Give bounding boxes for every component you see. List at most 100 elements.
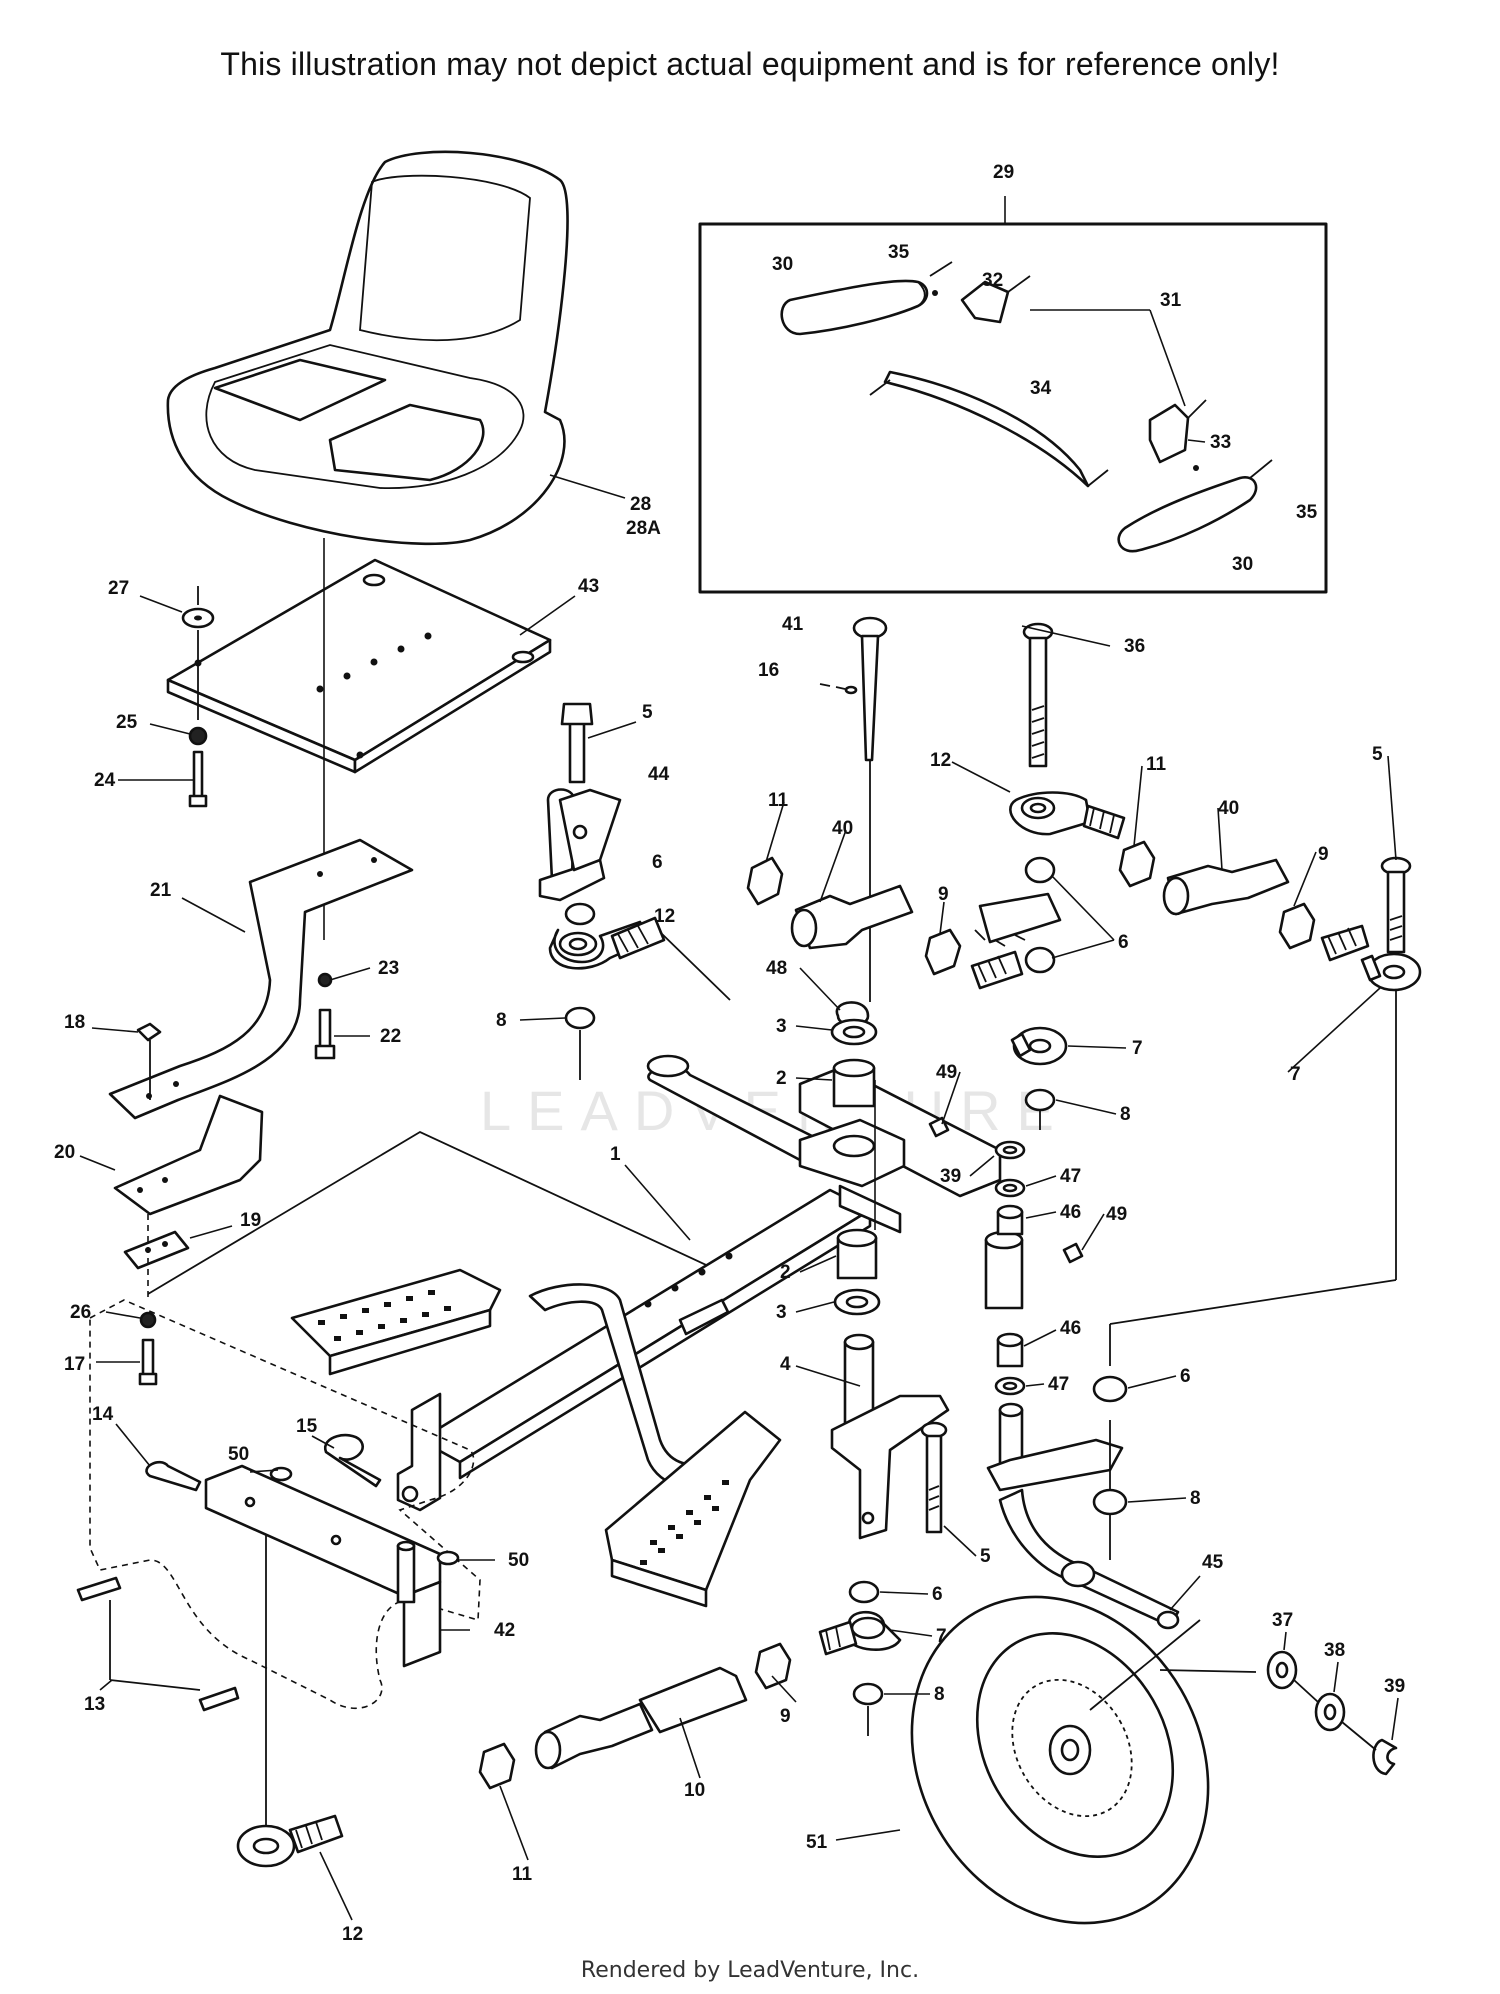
left-spindle-bottom	[818, 1421, 948, 1736]
callout-8-lower-right: 8	[1190, 1488, 1201, 1509]
seat-pan	[166, 552, 576, 940]
callout-47-lower: 47	[1048, 1374, 1069, 1395]
callout-26: 26	[70, 1302, 91, 1323]
callout-9-lower: 9	[780, 1706, 791, 1727]
callout-24: 24	[94, 770, 116, 791]
callout-1: 1	[610, 1144, 621, 1165]
callout-49-lower: 49	[1106, 1204, 1127, 1225]
callout-35-upper: 35	[888, 242, 910, 263]
callout-7-center: 7	[1132, 1038, 1143, 1059]
callout-7-right: 7	[1290, 1064, 1301, 1085]
callout-30-lower: 30	[1232, 554, 1253, 575]
lower-tie-rod	[236, 1520, 792, 1868]
callout-12-right: 12	[930, 750, 951, 771]
callout-5-right: 5	[1372, 744, 1383, 765]
callout-9-upper-right: 9	[1318, 844, 1329, 865]
leader-lines	[99, 625, 1399, 1921]
callout-14: 14	[92, 1404, 114, 1425]
footrest-holes	[318, 1290, 729, 1565]
callout-labels: 29 30 35 32 31 34 33 35 30 28 28A 27 43 …	[54, 162, 1405, 1945]
frame-outline	[147, 1130, 761, 1295]
callout-6-lower-left: 6	[932, 1584, 943, 1605]
callout-21: 21	[150, 880, 172, 901]
callout-40-left: 40	[832, 818, 853, 839]
callout-37: 37	[1272, 1610, 1293, 1631]
callout-8-center: 8	[1120, 1104, 1131, 1125]
callout-40-right: 40	[1218, 798, 1239, 819]
reference-notice: This illustration may not depict actual …	[220, 46, 1280, 82]
callout-12-left: 12	[654, 906, 675, 927]
callout-28a: 28A	[626, 518, 661, 539]
spindle-parts	[830, 1001, 950, 1540]
callout-41: 41	[782, 614, 804, 635]
callout-42: 42	[494, 1620, 515, 1641]
callout-33: 33	[1210, 432, 1231, 453]
callout-8-left: 8	[496, 1010, 507, 1031]
callout-7-lower: 7	[936, 1626, 947, 1647]
callout-45: 45	[1202, 1552, 1224, 1573]
callout-31: 31	[1160, 290, 1182, 311]
callout-6-lower-right: 6	[1180, 1366, 1191, 1387]
stub-axle	[998, 1488, 1201, 1630]
center-tie-rod	[746, 856, 1068, 1130]
right-tie-rod	[974, 622, 1422, 1366]
callout-23: 23	[378, 958, 399, 979]
seat	[166, 150, 626, 552]
callout-4: 4	[780, 1354, 791, 1375]
callout-11-lower: 11	[512, 1864, 533, 1885]
callout-51: 51	[806, 1832, 828, 1853]
front-wheel	[910, 1595, 1398, 1925]
seat-mount-plates	[79, 1094, 264, 1386]
callout-44: 44	[648, 764, 670, 785]
callout-25: 25	[116, 712, 138, 733]
callout-11-left: 11	[768, 790, 789, 811]
callout-27: 27	[108, 578, 129, 599]
callout-3-upper: 3	[776, 1016, 787, 1037]
callout-16: 16	[758, 660, 779, 681]
callout-12-lower: 12	[342, 1924, 363, 1945]
king-pin	[819, 616, 888, 1002]
seat-hardware	[118, 586, 215, 808]
callout-20: 20	[54, 1142, 75, 1163]
callout-47-upper: 47	[1060, 1166, 1081, 1187]
callout-48: 48	[766, 958, 787, 979]
callout-5-left: 5	[642, 702, 653, 723]
seat-bracket	[91, 838, 414, 1120]
callout-5-lower: 5	[980, 1546, 991, 1567]
callout-46-lower: 46	[1060, 1318, 1081, 1339]
callout-6-left: 6	[652, 852, 663, 873]
callout-2-upper: 2	[776, 1068, 787, 1089]
front-bracket-area	[76, 1299, 495, 1712]
right-spindle-hardware	[928, 1116, 1128, 1560]
callout-39-upper: 39	[940, 1166, 961, 1187]
callout-10: 10	[684, 1780, 705, 1801]
callout-46-upper: 46	[1060, 1202, 1081, 1223]
callout-28: 28	[630, 494, 651, 515]
main-frame	[290, 1164, 872, 1608]
callout-2-lower: 2	[780, 1262, 791, 1283]
kit-inset-box	[698, 196, 1328, 594]
callout-39-lower: 39	[1384, 1676, 1405, 1697]
callout-13: 13	[84, 1694, 105, 1715]
callout-36: 36	[1124, 636, 1145, 657]
callout-17: 17	[64, 1354, 85, 1375]
callout-3-lower: 3	[776, 1302, 787, 1323]
callout-32: 32	[982, 270, 1003, 291]
callout-8-lower: 8	[934, 1684, 945, 1705]
left-tie-rod-end	[519, 702, 731, 1080]
callout-29: 29	[993, 162, 1014, 183]
callout-6-right: 6	[1118, 932, 1129, 953]
footer-credit: Rendered by LeadVenture, Inc.	[580, 1958, 920, 1983]
callout-11-right: 11	[1146, 754, 1167, 775]
callout-49-upper: 49	[936, 1062, 957, 1083]
callout-34: 34	[1030, 378, 1052, 399]
callout-22: 22	[380, 1026, 401, 1047]
callout-38: 38	[1324, 1640, 1345, 1661]
callout-18: 18	[64, 1012, 85, 1033]
callout-35-lower: 35	[1296, 502, 1318, 523]
callout-50-right: 50	[508, 1550, 529, 1571]
callout-43: 43	[578, 576, 599, 597]
callout-9-center: 9	[938, 884, 949, 905]
callout-50-left: 50	[228, 1444, 249, 1465]
